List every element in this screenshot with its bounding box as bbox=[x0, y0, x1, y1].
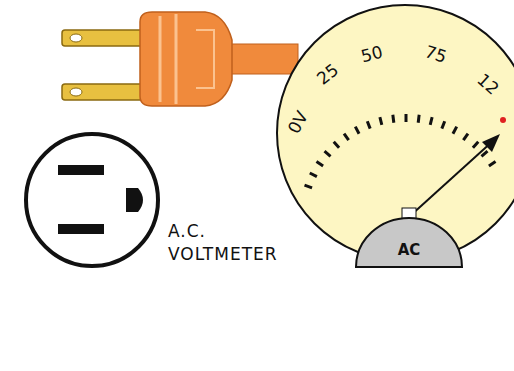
scale-tick bbox=[344, 134, 349, 141]
meter-pivot: AC bbox=[354, 212, 464, 267]
power-cord bbox=[228, 44, 298, 74]
scale-tick bbox=[367, 121, 370, 128]
scale-tick bbox=[417, 115, 421, 123]
scale-tick bbox=[405, 114, 408, 122]
plug-prongs bbox=[62, 30, 148, 100]
scale-tick bbox=[391, 115, 395, 123]
meter-caption: A.C. VOLTMETER bbox=[168, 220, 298, 266]
scale-tick bbox=[310, 173, 317, 177]
meter-dial: 0V25507512AC bbox=[276, 4, 514, 262]
scale-number: 50 bbox=[359, 43, 384, 65]
scale-tick bbox=[481, 151, 487, 156]
meter-needle bbox=[410, 140, 494, 216]
wall-outlet bbox=[26, 134, 158, 266]
meter-type-label: AC bbox=[398, 243, 421, 258]
scale-tick bbox=[324, 151, 330, 156]
scale-tick bbox=[442, 121, 445, 128]
scale-tick bbox=[473, 142, 478, 148]
scale-tick bbox=[489, 162, 496, 166]
scale-tick bbox=[305, 185, 313, 188]
plug-body bbox=[140, 12, 232, 106]
scale-tick bbox=[430, 117, 432, 125]
red-mark bbox=[500, 117, 506, 123]
scale-tick bbox=[453, 127, 457, 134]
meter-pivot-outline bbox=[354, 212, 464, 267]
scale-tick bbox=[334, 142, 339, 148]
scale-tick bbox=[316, 162, 323, 166]
scale-tick bbox=[463, 134, 468, 141]
scale-tick bbox=[355, 127, 359, 134]
scale-tick bbox=[380, 117, 382, 125]
needle-head bbox=[482, 134, 500, 152]
